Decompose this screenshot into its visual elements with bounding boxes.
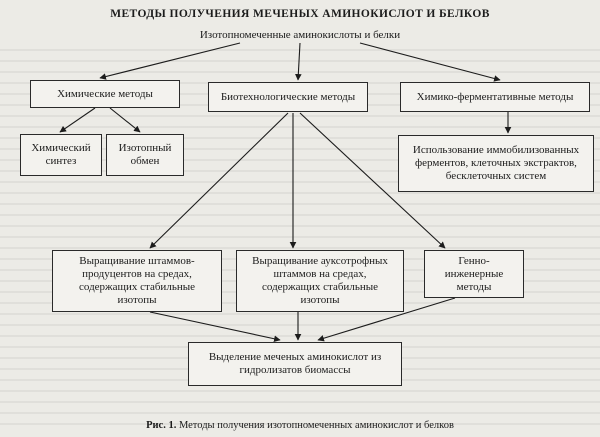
node-auxotroph-strains: Выращивание ауксотрофных штаммов на сред… bbox=[236, 250, 404, 312]
arrow-biotech-genetic bbox=[299, 112, 446, 249]
diagram-title: МЕТОДЫ ПОЛУЧЕНИЯ МЕЧЕНЫХ АМИНОКИСЛОТ И Б… bbox=[110, 8, 490, 20]
node-isotope-exchange: Изотопный обмен bbox=[106, 134, 184, 176]
node-genetic-engineering: Генно-инженерные методы bbox=[424, 250, 524, 298]
node-chemical-methods: Химические методы bbox=[30, 80, 180, 108]
arrow-chemical-exchange bbox=[109, 107, 141, 133]
caption-text: Методы получения изотопномеченных аминок… bbox=[178, 420, 454, 431]
node-isolation: Выделение меченых аминокислот из гидроли… bbox=[188, 342, 402, 386]
node-chemenz-methods: Химико-ферментативные методы bbox=[400, 82, 590, 112]
arrow-biotech-producers bbox=[149, 112, 289, 249]
arrow-chemical-synthesis bbox=[59, 107, 96, 133]
caption-label: Рис. 1. bbox=[146, 420, 177, 431]
figure-caption: Рис. 1. Методы получения изотопномеченны… bbox=[0, 420, 600, 431]
node-producer-strains: Выращивание штаммов-продуцентов на среда… bbox=[52, 250, 222, 312]
node-biotech-methods: Биотехнологические методы bbox=[208, 82, 368, 112]
arrow-root-chemical bbox=[99, 42, 241, 80]
root-node: Изотопномеченные аминокислоты и белки bbox=[160, 29, 440, 41]
node-immobilized-enzymes: Использование иммобилизованных ферментов… bbox=[398, 135, 594, 192]
arrow-root-chemenz bbox=[359, 42, 501, 82]
arrow-producers-isolation bbox=[149, 311, 281, 342]
arrow-root-biotech bbox=[295, 42, 302, 81]
arrow-genetic-isolation bbox=[317, 297, 456, 342]
node-chemical-synthesis: Химический синтез bbox=[20, 134, 102, 176]
